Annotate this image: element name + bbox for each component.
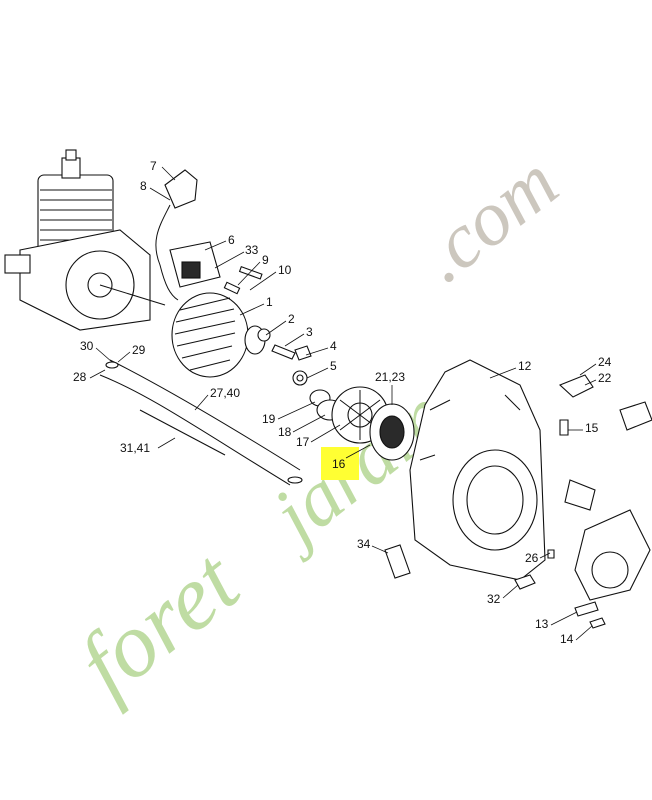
flywheel <box>171 292 266 378</box>
callout-21-23: 21,23 <box>375 370 405 384</box>
ignition-coil-assembly <box>155 169 221 301</box>
callout-13: 13 <box>535 617 549 631</box>
starter-pulley-assembly <box>309 386 415 461</box>
callout-30: 30 <box>80 339 94 353</box>
callout-14: 14 <box>560 632 574 646</box>
watermark-text-foret: foret <box>60 529 259 716</box>
callout-4: 4 <box>330 339 337 353</box>
callout-5: 5 <box>330 359 337 373</box>
right-side-parts <box>384 374 652 629</box>
callout-19: 19 <box>262 412 276 426</box>
callout-8: 8 <box>140 179 147 193</box>
fan-housing <box>409 359 546 581</box>
callout-15: 15 <box>585 421 599 435</box>
callout-16: 16 <box>332 457 346 471</box>
callout-24: 24 <box>598 355 612 369</box>
callout-7: 7 <box>150 159 157 173</box>
callout-2: 2 <box>288 312 295 326</box>
highlight-callout-16 <box>321 447 359 480</box>
callout-22: 22 <box>598 371 612 385</box>
callout-10: 10 <box>278 263 292 277</box>
callout-12: 12 <box>518 359 532 373</box>
callout-3: 3 <box>306 325 313 339</box>
callout-18: 18 <box>278 425 292 439</box>
callout-9: 9 <box>262 253 269 267</box>
small-hardware <box>223 265 312 386</box>
engine-block <box>4 149 166 331</box>
callout-27-40: 27,40 <box>210 386 240 400</box>
callout-17: 17 <box>296 435 310 449</box>
callouts: 7 8 6 33 9 10 1 2 3 4 5 21,23 12 24 22 1… <box>73 159 612 646</box>
callout-6: 6 <box>228 233 235 247</box>
callout-32: 32 <box>487 592 501 606</box>
callout-29: 29 <box>132 343 146 357</box>
watermark-text-com: .com <box>402 138 573 299</box>
callout-34: 34 <box>357 537 371 551</box>
callout-28: 28 <box>73 370 87 384</box>
cables-and-sleeve <box>99 359 303 486</box>
callout-33: 33 <box>245 243 259 257</box>
callout-1: 1 <box>266 295 273 309</box>
callout-31-41: 31,41 <box>120 441 150 455</box>
callout-26: 26 <box>525 551 539 565</box>
